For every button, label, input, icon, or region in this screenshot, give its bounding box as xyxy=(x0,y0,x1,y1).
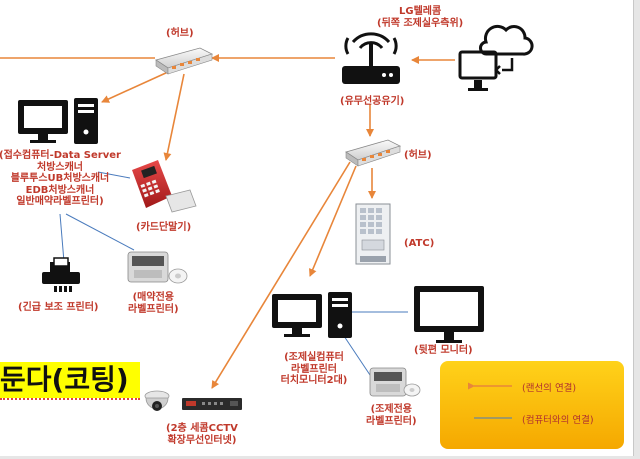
dvr-icon xyxy=(182,398,242,410)
rear-monitor-label: (뒷편 모니터) xyxy=(414,345,473,356)
window-frame-bottom xyxy=(0,456,640,459)
pc-to-card-terminal xyxy=(97,171,131,179)
heading-underline xyxy=(0,398,140,400)
atc-machine-icon xyxy=(355,203,391,265)
card-terminal-label: (카드단말기) xyxy=(136,222,192,233)
lan-hub-mid-to-cctv xyxy=(211,161,351,389)
legend-computer-label: (컴퓨터와의 연결) xyxy=(522,415,594,426)
label-printer-icon xyxy=(369,367,421,397)
page-heading: 둔다(코팅) xyxy=(0,363,129,396)
network-hub-icon xyxy=(155,47,214,75)
lan-hub-top-to-card xyxy=(163,73,185,161)
pc-to-emergency-printer xyxy=(59,213,65,263)
wifi-router-icon xyxy=(342,32,400,84)
window-frame-right xyxy=(633,0,640,459)
legend-box: (랜선의 연결) (컴퓨터와의 연결) xyxy=(440,361,624,449)
lan-hub-top-to-pc xyxy=(101,71,169,103)
card-terminal-icon xyxy=(132,160,197,213)
cctv-camera-icon xyxy=(144,390,170,411)
hub-mid-label: (허브) xyxy=(404,150,432,161)
heading-highlight xyxy=(0,362,140,398)
desktop-computer-icon xyxy=(18,98,98,144)
emergency-printer-label: (긴급 보조 프린터) xyxy=(18,302,99,313)
monitor-icon xyxy=(414,286,484,343)
legend-arrows xyxy=(468,382,512,419)
lan-hub-mid-to-dispensing xyxy=(309,165,357,277)
router-label: (유무선공유기) xyxy=(340,96,405,107)
atc-label: (ATC) xyxy=(404,238,435,249)
hub-top-label: (허브) xyxy=(166,28,194,39)
legend-lan-label: (랜선의 연결) xyxy=(522,383,577,394)
receipt-printer-icon xyxy=(42,257,80,292)
network-hub-icon xyxy=(345,139,402,167)
lan-connections xyxy=(0,54,455,389)
lg-telecom-label: LG텔레콤(뒤쪽 조제실우측위) xyxy=(377,6,464,29)
cloud-sync-icon xyxy=(458,24,534,91)
label-printer-icon xyxy=(127,251,188,284)
desktop-computer-icon xyxy=(272,292,352,338)
pc-to-sale-printer xyxy=(65,213,135,251)
